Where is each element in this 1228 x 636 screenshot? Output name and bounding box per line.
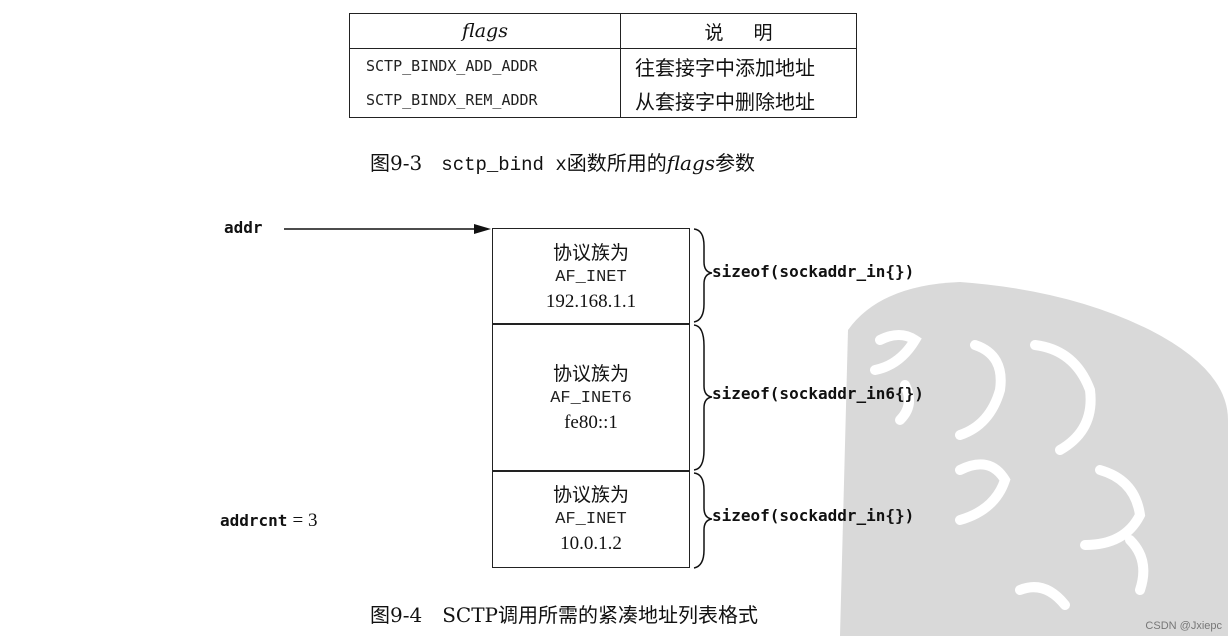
sizeof-label: sizeof(sockaddr_in{}) (712, 262, 915, 281)
flag-name: SCTP_BINDX_ADD_ADDR (349, 48, 621, 83)
caption-flags: flags (666, 151, 716, 175)
ip-address: fe80::1 (564, 411, 618, 433)
family-label: 协议族为 (552, 484, 629, 506)
table-header-row: flags 说明 (349, 13, 857, 49)
flag-desc: 往套接字中添加地址 (620, 48, 857, 83)
family-name: AF_INET (555, 267, 627, 287)
right-brace (693, 472, 713, 569)
csdn-watermark-text: CSDN @Jxiepc (1145, 620, 1222, 632)
addr-arrow (284, 224, 491, 234)
ip-address: 192.168.1.1 (545, 290, 637, 312)
header-flags: flags (349, 13, 621, 49)
right-brace (693, 228, 713, 323)
table-row: SCTP_BINDX_REM_ADDR 从套接字中删除地址 (349, 83, 857, 118)
right-brace (693, 324, 713, 471)
table-row: SCTP_BINDX_ADD_ADDR 往套接字中添加地址 (349, 48, 857, 83)
sizeof-label: sizeof(sockaddr_in6{}) (712, 384, 924, 403)
header-desc: 说明 (620, 13, 857, 49)
addrcnt-label: addrcnt = 3 (220, 510, 318, 532)
flag-desc: 从套接字中删除地址 (620, 83, 857, 118)
addrcnt-name: addrcnt (220, 511, 288, 530)
figure-9-3-caption: 图9-3 sctp_bind x函数所用的flags参数 (370, 147, 755, 176)
family-label: 协议族为 (552, 362, 629, 385)
family-label: 协议族为 (552, 241, 629, 264)
addrcnt-value: = 3 (292, 510, 318, 531)
address-entry-box: 协议族为 AF_INET 192.168.1.1 (492, 228, 690, 325)
family-name: AF_INET (555, 510, 627, 529)
brace-group (693, 228, 713, 569)
address-entry-box: 协议族为 AF_INET6 fe80::1 (492, 323, 690, 472)
family-name: AF_INET6 (550, 388, 632, 408)
caption-text-end: 参数 (715, 151, 756, 175)
caption-func: sctp_bind x (441, 154, 567, 176)
flag-name: SCTP_BINDX_REM_ADDR (349, 83, 621, 118)
addr-label: addr (224, 218, 263, 237)
address-entry-box: 协议族为 AF_INET 10.0.1.2 (492, 470, 690, 568)
flags-table: flags 说明 SCTP_BINDX_ADD_ADDR 往套接字中添加地址 S… (349, 13, 857, 118)
caption-text: 函数所用的 (566, 151, 667, 175)
caption-number: 图9-3 (370, 151, 423, 175)
sizeof-label: sizeof(sockaddr_in{}) (712, 506, 915, 525)
figure-9-4-caption: 图9-4 SCTP调用所需的紧凑地址列表格式 (370, 603, 759, 627)
ip-address: 10.0.1.2 (560, 533, 622, 554)
